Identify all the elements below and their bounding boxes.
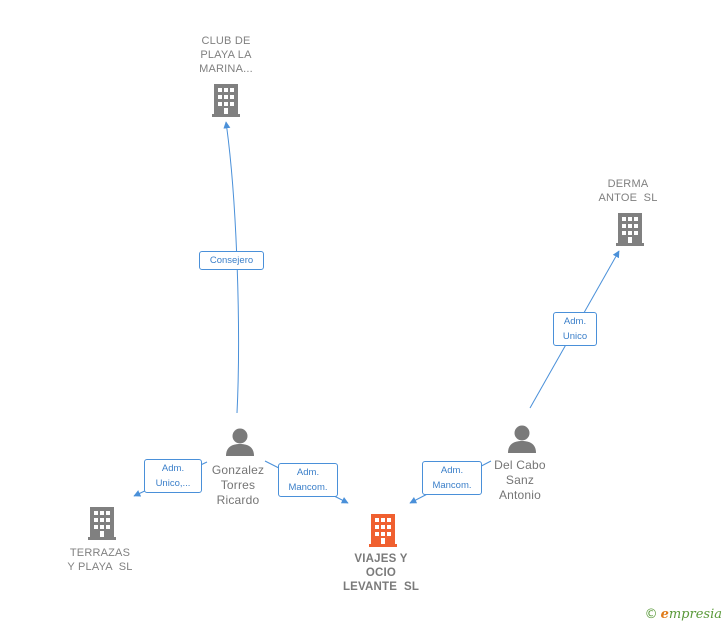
edge-label-consejero[interactable]: Consejero: [199, 251, 264, 270]
edge-label-line: Unico,...: [155, 478, 191, 489]
label-line: LEVANTE SL: [342, 581, 420, 593]
brand-name: mpresia: [668, 607, 722, 622]
edge-label-line: Consejero: [209, 255, 254, 266]
label-line: PLAYA LA: [200, 49, 252, 61]
label-line: MARINA...: [199, 63, 253, 75]
edge-label-line: Mancom.: [288, 482, 328, 493]
edge-label-line: Mancom.: [432, 480, 472, 491]
label-line: DERMA: [607, 178, 649, 190]
brand-initial: e: [660, 607, 669, 622]
copyright-icon: ©: [644, 607, 658, 622]
label-line: TERRAZAS: [69, 547, 131, 559]
node-label-del-cabo-sanz-antonio[interactable]: Del Cabo Sanz Antonio: [480, 458, 560, 503]
node-label-terrazas-y-playa-sl[interactable]: TERRAZAS Y PLAYA SL: [50, 546, 150, 574]
label-line: CLUB DE: [201, 35, 251, 47]
node-label-club-de-playa-la-marina[interactable]: CLUB DE PLAYA LA MARINA...: [176, 34, 276, 76]
label-line: Gonzalez: [211, 463, 265, 477]
person-icon[interactable]: [508, 425, 536, 454]
edge-label-line: Adm.: [296, 467, 320, 478]
label-line: Torres: [220, 478, 256, 492]
building-icon[interactable]: [212, 84, 240, 117]
node-label-gonzalez-torres-ricardo[interactable]: Gonzalez Torres Ricardo: [198, 463, 278, 508]
node-label-derma-antoe-sl[interactable]: DERMA ANTOE SL: [578, 177, 678, 205]
edge-label-line: Adm.: [440, 465, 464, 476]
edge-label-adm-unico-derma[interactable]: Adm. Unico: [553, 312, 597, 346]
label-line: Y PLAYA SL: [67, 561, 133, 573]
edge-label-adm-mancom-gonzalez[interactable]: Adm. Mancom.: [278, 463, 338, 497]
edge-label-line: Adm.: [563, 316, 587, 327]
empresia-logo: ©empresia: [645, 607, 722, 622]
person-icon[interactable]: [226, 428, 254, 457]
node-label-viajes-y-ocio-levante-sl[interactable]: VIAJES Y OCIO LEVANTE SL: [330, 552, 432, 594]
label-line: ANTOE SL: [598, 192, 658, 204]
building-focus-icon[interactable]: [369, 514, 397, 547]
label-line: Sanz: [505, 473, 535, 487]
building-icon[interactable]: [616, 213, 644, 246]
edge-label-line: Unico: [562, 331, 588, 342]
edge-label-line: Adm.: [161, 463, 185, 474]
building-icon[interactable]: [88, 507, 116, 540]
edge-label-adm-unico-terrazas[interactable]: Adm. Unico,...: [144, 459, 202, 493]
label-line: VIAJES Y: [354, 553, 408, 565]
label-line: Ricardo: [216, 493, 260, 507]
edge-label-adm-mancom-delcabo[interactable]: Adm. Mancom.: [422, 461, 482, 495]
label-line: Del Cabo: [494, 458, 546, 472]
label-line: OCIO: [365, 567, 397, 579]
label-line: Antonio: [498, 488, 542, 502]
